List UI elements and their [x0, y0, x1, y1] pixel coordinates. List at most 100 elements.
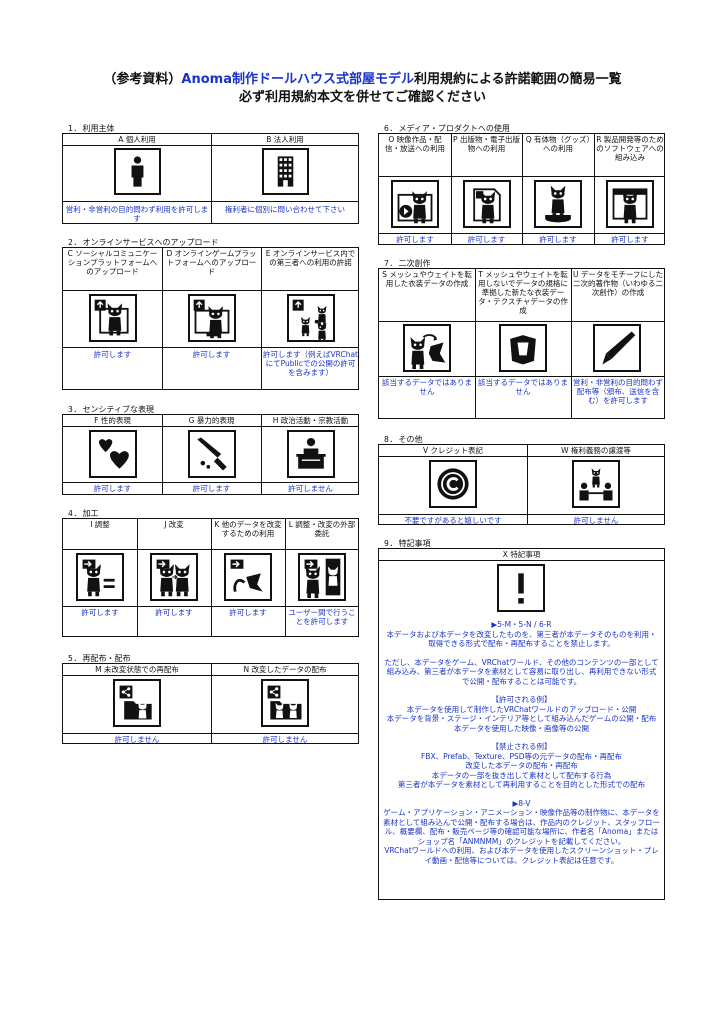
cell-W-text: 許可しません: [573, 516, 619, 525]
special-note-line: [383, 733, 660, 742]
cell-L-header: L 調整・改変の外部委託: [288, 520, 356, 538]
cell-O-text: 許可します: [396, 235, 434, 244]
cell-V-text: 不要ですがあると嬉しいです: [404, 516, 502, 525]
special-note-line: 本データを使用して制作したVRChatワールドのアップロード・公開: [406, 704, 637, 714]
cell-I-header: I 調整: [90, 520, 110, 529]
cell-A-header: A 個人利用: [118, 135, 156, 144]
special-note-line: 【禁止される例】: [491, 742, 552, 751]
cell-U-text: 営利・非営利の目的問わず配布等（頒布、送信を含む）を許可します: [573, 378, 663, 405]
cell-S-text: 該当するデータではありません: [382, 378, 472, 396]
section-3-heading: 3. センシティブな表現: [68, 405, 154, 414]
cell-S-header: S メッシュやウェイトを転用した衣装データの作成: [382, 270, 472, 288]
cell-H-text: 許可しません: [288, 484, 333, 493]
new-costume-icon: [499, 324, 547, 372]
section-3-table: F 性的表現 G 暴力的表現 H 政治活動・宗教活動 許可します 許可します 許…: [62, 414, 359, 495]
section-2-table: C ソーシャルコミュニケーションプラットフォームへのアップロード D オンライン…: [62, 247, 359, 390]
section-1-heading: 1. 利用主体: [68, 124, 115, 133]
cell-T-header: T メッシュやウェイトを転用しないでデータの規格に準拠した新たな衣装データ・テク…: [478, 270, 568, 315]
software-icon: [606, 180, 654, 228]
special-note-line: [383, 686, 660, 695]
cell-P-header: P 出版物・電子出版物への利用: [453, 135, 520, 153]
special-note-line: [383, 790, 660, 799]
modify-icon: [150, 553, 198, 601]
cell-G-text: 許可します: [192, 484, 231, 493]
podium-icon: [287, 430, 335, 478]
transfer-icon: [572, 460, 620, 508]
special-note-line: ゲーム・アプリケーション・アニメーション・映像作品等の制作物に、本データを素材と…: [383, 808, 660, 846]
cell-L-text: ユーザー間で行うことを許可します: [288, 608, 356, 626]
cell-K-text: 許可します: [229, 608, 267, 617]
cell-Q-header: Q 有体物（グッズ）への利用: [525, 135, 591, 153]
special-note-line: VRChatワールドへの利用、および本データを使用したスクリーンショット・プレイ…: [384, 846, 659, 865]
cell-J-header: J 改変: [164, 520, 184, 529]
cell-U-header: U データをモチーフにした二次的著作物（いわゆる二次創作）の作成: [573, 270, 663, 297]
page-title-line1: （参考資料）Anoma制作ドールハウス式部屋モデル利用規約による許諾範囲の簡易一…: [103, 72, 622, 87]
section-6-table: O 映像作品・配信・放送への利用 P 出版物・電子出版物への利用 Q 有体物（グ…: [378, 133, 665, 245]
cell-D-header: D オンラインゲームプラットフォームへのアップロード: [166, 249, 257, 276]
page-title-line2: 必ず利用規約本文を併せてご確認ください: [238, 90, 486, 105]
special-note-line: 【許可される例】: [491, 695, 552, 704]
cell-Q-text: 許可します: [539, 235, 577, 244]
modify-other-icon: [224, 553, 272, 601]
knife-icon: [188, 430, 236, 478]
cell-B-text: 権利者に個別に問い合わせて下さい: [225, 205, 345, 214]
cell-E-header: E オンラインサービス内での第三者への利用の許諾: [265, 249, 356, 267]
distribute-modified-icon: [261, 679, 309, 727]
section-1-table: A 個人利用 B 法人利用 営利・非営利の目的問わず利用を許可します 権利者に個…: [62, 133, 359, 224]
copyright-icon: [429, 460, 477, 508]
special-note-line: [383, 649, 660, 658]
cell-J-text: 許可します: [155, 608, 193, 617]
cell-N-header: N 改変したデータの配布: [243, 665, 327, 674]
figure-icon: [534, 180, 582, 228]
publication-icon: [463, 180, 511, 228]
cell-R-text: 許可します: [611, 235, 649, 244]
building-icon: [262, 148, 309, 195]
cell-D-text: 許可します: [192, 350, 231, 359]
section-5-heading: 5. 再配布・配布: [68, 654, 131, 663]
video-icon: [391, 180, 439, 228]
cell-P-text: 許可します: [467, 235, 506, 244]
special-note-line: 改変した本データの配布・再配布: [465, 761, 578, 770]
cell-T-text: 該当するデータではありません: [478, 378, 568, 396]
section-7-table: S メッシュやウェイトを転用した衣装データの作成 T メッシュやウェイトを転用し…: [378, 268, 665, 419]
cell-E-text: 許可します（例えばVRChatにてPublicでの公開の許可を含みます）: [263, 350, 358, 377]
section-6-heading: 6. メディア・プロダクトへの使用: [384, 124, 510, 133]
section-9-heading: 9. 特記事項: [384, 539, 431, 548]
special-note-line: ▶8-V: [512, 798, 531, 808]
section-7-heading: 7. 二次創作: [384, 259, 431, 268]
cell-C-header: C ソーシャルコミュニケーションプラットフォームへのアップロード: [67, 249, 158, 276]
share-third-party-icon: [287, 294, 335, 342]
cell-W-header: W 権利義務の譲渡等: [561, 446, 631, 455]
section-4-table: I 調整 J 改変 K 他のデータを改変するための利用 L 調整・改変の外部委託…: [62, 518, 359, 637]
upload-social-icon: [89, 294, 137, 342]
special-note-line: 本データの一部を抜き出して素材として配布する行為: [431, 770, 612, 780]
exclamation-icon: [497, 564, 545, 612]
section-2-heading: 2. オンラインサービスへのアップロード: [68, 238, 219, 247]
mesh-reuse-icon: [403, 324, 451, 372]
cell-B-header: B 法人利用: [266, 135, 304, 144]
section-5-table: M 未改変状態での再配布 N 改変したデータの配布 許可しません 許可しません: [62, 663, 359, 744]
cell-A-text: 営利・非営利の目的問わず利用を許可します: [65, 205, 209, 223]
cell-O-header: O 映像作品・配信・放送への利用: [385, 135, 445, 153]
special-note-line: 第三者が本データを素材として再利用することを目的とした形式での配布: [397, 780, 646, 789]
special-note-line: ▶5-M・5-N / 6-R: [491, 620, 552, 629]
pen-icon: [593, 324, 641, 372]
hearts-icon: [89, 430, 137, 478]
outsource-icon: [298, 553, 346, 601]
person-icon: [114, 148, 161, 195]
special-note-line: 本データを背景・ステージ・インテリア等として組み込んだゲームの公開・配布: [386, 714, 657, 723]
redistribute-icon: [113, 679, 161, 727]
cell-N-text: 許可しません: [262, 735, 308, 744]
special-note-line: 本データを使用した映像・画像等の公開: [454, 723, 589, 733]
cell-F-header: F 性的表現: [94, 416, 131, 425]
section-8-table: V クレジット表記 W 権利義務の譲渡等 不要ですがあると嬉しいです 許可しませ…: [378, 444, 665, 525]
title-highlight: Anoma制作ドールハウス式部屋モデル: [181, 72, 414, 87]
upload-game-icon: [188, 294, 236, 342]
cell-M-header: M 未改変状態での再配布: [95, 665, 179, 674]
cell-C-text: 許可します: [93, 350, 132, 359]
cell-G-header: G 暴力的表現: [188, 416, 235, 425]
cell-V-header: V クレジット表記: [422, 446, 483, 455]
special-note-line: 本データおよび本データを改変したものを、第三者が本データそのものを利用・取得でき…: [386, 629, 657, 649]
